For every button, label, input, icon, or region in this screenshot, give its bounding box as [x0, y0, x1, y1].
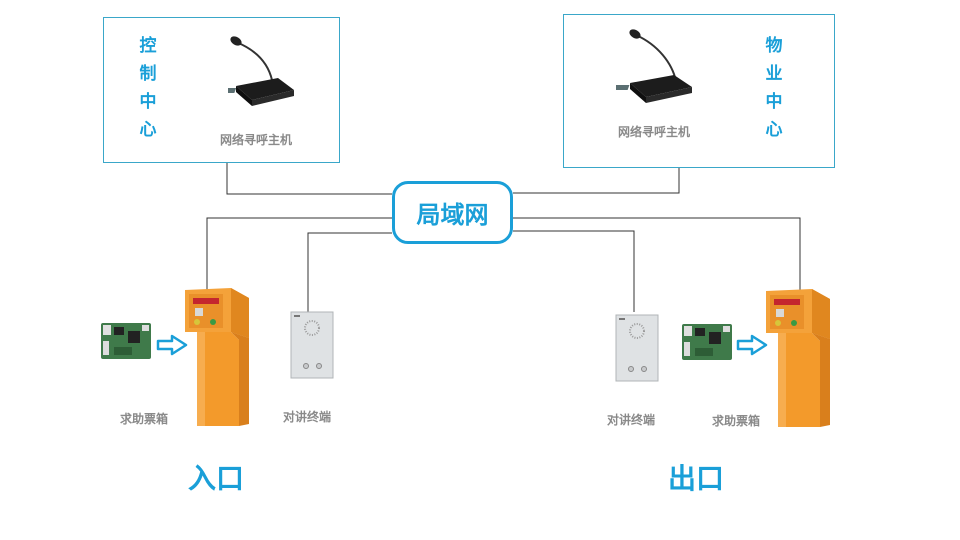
arrow-right-icon: [736, 334, 768, 356]
paging-console-icon: [616, 29, 692, 103]
circuit-board-icon: [682, 324, 732, 360]
property-center-box: 网络寻呼主机 物 业 中 心: [563, 14, 835, 168]
help-ticket-kiosk: [766, 289, 830, 427]
line-exit-intercom: [513, 230, 635, 312]
exit-label: 出口: [668, 462, 725, 495]
line-control-center: [226, 163, 392, 195]
entrance-kiosk-caption: 求助票箱: [120, 412, 169, 426]
intercom-terminal: [290, 311, 334, 379]
entrance-intercom-caption: 对讲终端: [283, 410, 332, 424]
paging-console-icon: [228, 36, 294, 106]
property-center-label: 物 业 中 心: [765, 36, 783, 140]
exit-kiosk-caption: 求助票箱: [712, 414, 761, 428]
circuit-board-icon: [101, 323, 151, 359]
line-exit-kiosk: [513, 217, 801, 290]
control-center-label: 控 制 中 心: [139, 36, 157, 140]
line-entrance-kiosk: [206, 217, 392, 290]
property-center-device-caption: 网络寻呼主机: [618, 125, 691, 139]
control-center-box: 控 制 中 心 网络寻呼主机: [103, 17, 340, 163]
exit-intercom-caption: 对讲终端: [607, 413, 656, 427]
arrow-right-icon: [156, 334, 188, 356]
lan-node: 局域网: [392, 181, 513, 244]
help-ticket-kiosk: [185, 288, 249, 426]
line-entrance-intercom: [307, 232, 392, 312]
control-center-device-caption: 网络寻呼主机: [220, 133, 293, 147]
entrance-label: 入口: [188, 462, 245, 495]
intercom-terminal: [615, 314, 659, 382]
line-property-center: [513, 166, 680, 194]
